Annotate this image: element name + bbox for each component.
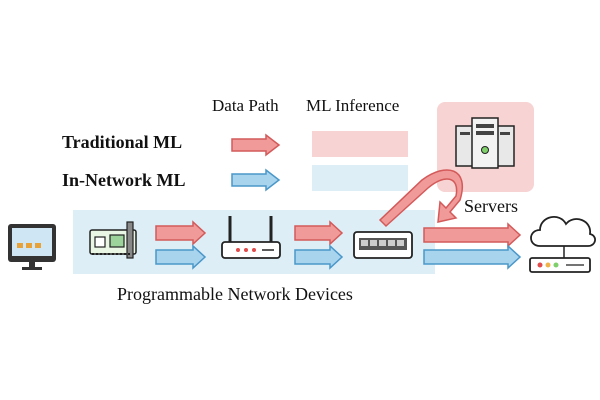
in-network-ml-label: In-Network ML [62, 170, 186, 190]
traditional-arrow-2 [294, 220, 344, 246]
traditional-ml-label: Traditional ML [62, 132, 183, 152]
traditional-arrow-1 [155, 220, 207, 246]
programmable-devices-label: Programmable Network Devices [117, 284, 353, 304]
network-card-icon [89, 221, 137, 259]
legend-traditional-inference-swatch [312, 131, 408, 157]
ml-inference-header: ML Inference [306, 96, 400, 115]
switch-icon [353, 231, 413, 259]
legend-innetwork-arrow [231, 168, 281, 192]
legend-innetwork-inference-swatch [312, 165, 408, 191]
legend-traditional-arrow [231, 133, 281, 157]
innetwork-arrow-1 [155, 244, 207, 270]
traditional-uturn-arrow [378, 169, 463, 228]
innetwork-arrow-3 [423, 244, 522, 270]
traditional-arrow-3 [423, 222, 522, 248]
router-icon [221, 216, 281, 259]
server-rack-icon [455, 117, 515, 169]
cloud-server-icon [529, 216, 596, 273]
monitor-icon [8, 224, 56, 270]
servers-label: Servers [464, 196, 518, 216]
innetwork-arrow-2 [294, 244, 344, 270]
data-path-header: Data Path [212, 96, 279, 115]
